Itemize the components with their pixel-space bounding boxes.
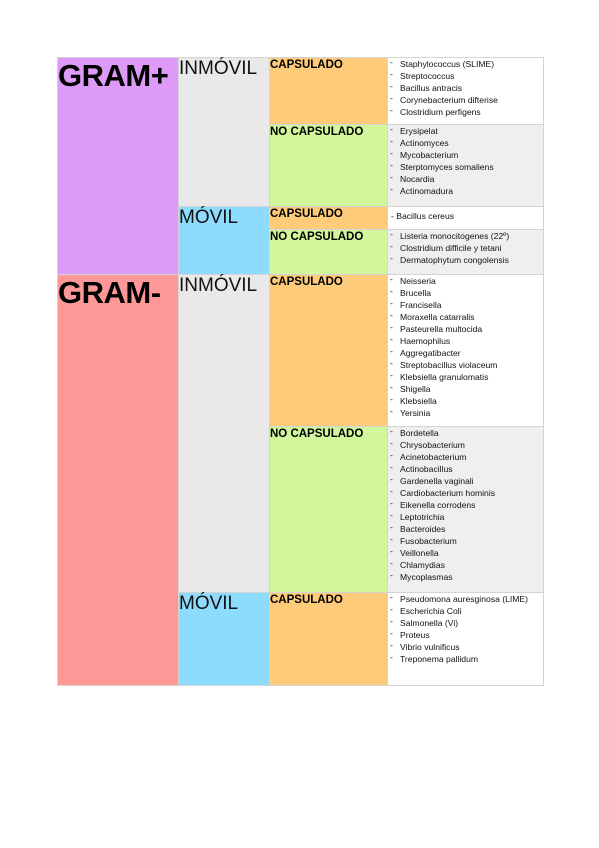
list-item: Actinomadura [388, 183, 543, 197]
list-item: Chlamydias [388, 557, 543, 571]
list-item: Salmonella (Vi) [388, 615, 543, 629]
list-item: Escherichia Coli [388, 603, 543, 617]
species-list: Bordetella Chrysobacterium Acinetobacter… [388, 425, 543, 583]
list-item: Gardenella vaginali [388, 473, 543, 487]
list-item: Actinobacillus [388, 461, 543, 475]
list-item: Actinomyces [388, 135, 543, 149]
movil-label: MÓVIL [179, 207, 239, 228]
gram-positive-inmovil-cell: INMÓVIL [178, 57, 270, 207]
capsulado-cell: CAPSULADO [269, 57, 388, 125]
species-list: Staphylococcus (SLIME) Streptococcus Bac… [388, 56, 543, 118]
capsulado-label: CAPSULADO [270, 208, 343, 220]
list-item: Eikenella corrodens [388, 497, 543, 511]
list-item: Brucella [388, 285, 543, 299]
list-item: Streptobacillus violaceum [388, 357, 543, 371]
no-capsulado-label: NO CAPSULADO [270, 231, 364, 243]
gram-positive-movil-cell: MÓVIL [178, 206, 270, 275]
list-item: Cardiobacterium hominis [388, 485, 543, 499]
list-item: Pasteurella multocida [388, 321, 543, 335]
species-list-cell: Pseudomona auresginosa (LIME) Escherichi… [387, 591, 544, 686]
list-item: Klebsiella granulomatis [388, 369, 543, 383]
list-item: Sterptomyces somaliens [388, 159, 543, 173]
list-item: Vibrio vulnificus [388, 639, 543, 653]
gram-negative-cell: GRAM- [57, 274, 179, 686]
capsulado-label: CAPSULADO [270, 594, 343, 606]
list-item: - Bacillus cereus [391, 211, 455, 221]
capsulado-cell: CAPSULADO [269, 206, 388, 230]
list-item: Clostridium difficile y tetani [388, 240, 543, 254]
list-item: Francisella [388, 297, 543, 311]
inmovil-label: INMÓVIL [179, 58, 258, 79]
species-list-cell: Neisseria Brucella Francisella Moraxella… [387, 273, 544, 427]
list-item: Leptotrichia [388, 509, 543, 523]
list-item: Fusobacterium [388, 533, 543, 547]
gram-positive-label: GRAM+ [58, 58, 169, 93]
list-item: Pseudomona auresginosa (LIME) [388, 591, 543, 605]
list-item: Bacillus antracis [388, 80, 543, 94]
list-item: Neisseria [388, 273, 543, 287]
list-item: Acinetobacterium [388, 449, 543, 463]
species-list: Erysipelat Actinomyces Mycobacterium Ste… [388, 123, 543, 197]
capsulado-label: CAPSULADO [270, 276, 343, 288]
no-capsulado-label: NO CAPSULADO [270, 126, 364, 138]
list-item: Aggregatibacter [388, 345, 543, 359]
inmovil-label: INMÓVIL [179, 275, 258, 296]
list-item: Shigella [388, 381, 543, 395]
list-item: Erysipelat [388, 123, 543, 137]
gram-negative-label: GRAM- [58, 275, 161, 310]
species-list-cell: Staphylococcus (SLIME) Streptococcus Bac… [387, 56, 544, 125]
capsulado-label: CAPSULADO [270, 59, 343, 71]
capsulado-cell: CAPSULADO [269, 592, 388, 686]
gram-positive-cell: GRAM+ [57, 57, 179, 275]
list-item: Streptococcus [388, 68, 543, 82]
species-list: Neisseria Brucella Francisella Moraxella… [388, 273, 543, 419]
list-item: Moraxella catarralis [388, 309, 543, 323]
gram-negative-movil-cell: MÓVIL [178, 592, 270, 686]
list-item: Mycobacterium [388, 147, 543, 161]
species-list-cell: - Bacillus cereus [387, 206, 544, 230]
list-item: Veillonella [388, 545, 543, 559]
list-item: Yersinia [388, 405, 543, 419]
gram-negative-inmovil-cell: INMÓVIL [178, 274, 270, 593]
list-item: Dermatophytum congolensis [388, 252, 543, 266]
movil-label: MÓVIL [179, 593, 239, 614]
list-item: Mycoplasmas [388, 569, 543, 583]
no-capsulado-cell: NO CAPSULADO [269, 124, 388, 207]
species-list-cell: Erysipelat Actinomyces Mycobacterium Ste… [387, 123, 544, 207]
species-list: Listeria monocitogenes (22º) Clostridium… [388, 228, 543, 266]
list-item: Treponema pallidum [388, 651, 543, 665]
species-list: Pseudomona auresginosa (LIME) Escherichi… [388, 591, 543, 665]
no-capsulado-label: NO CAPSULADO [270, 428, 364, 440]
list-item: Bordetella [388, 425, 543, 439]
list-item: Haemophilus [388, 333, 543, 347]
list-item: Nocardia [388, 171, 543, 185]
no-capsulado-cell: NO CAPSULADO [269, 229, 388, 275]
species-list-cell: Listeria monocitogenes (22º) Clostridium… [387, 228, 544, 275]
list-item: Staphylococcus (SLIME) [388, 56, 543, 70]
list-item: Chrysobacterium [388, 437, 543, 451]
list-item: Klebsiella [388, 393, 543, 407]
no-capsulado-cell: NO CAPSULADO [269, 426, 388, 593]
species-list-cell: Bordetella Chrysobacterium Acinetobacter… [387, 425, 544, 593]
list-item: Corynebacterium difterise [388, 92, 543, 106]
list-item: Listeria monocitogenes (22º) [388, 228, 543, 242]
list-item: Bacteroides [388, 521, 543, 535]
list-item: Proteus [388, 627, 543, 641]
list-item: Clostridium perfigens [388, 104, 543, 118]
capsulado-cell: CAPSULADO [269, 274, 388, 427]
classification-table: GRAM+ INMÓVIL CAPSULADO Staphylococcus (… [57, 56, 544, 686]
